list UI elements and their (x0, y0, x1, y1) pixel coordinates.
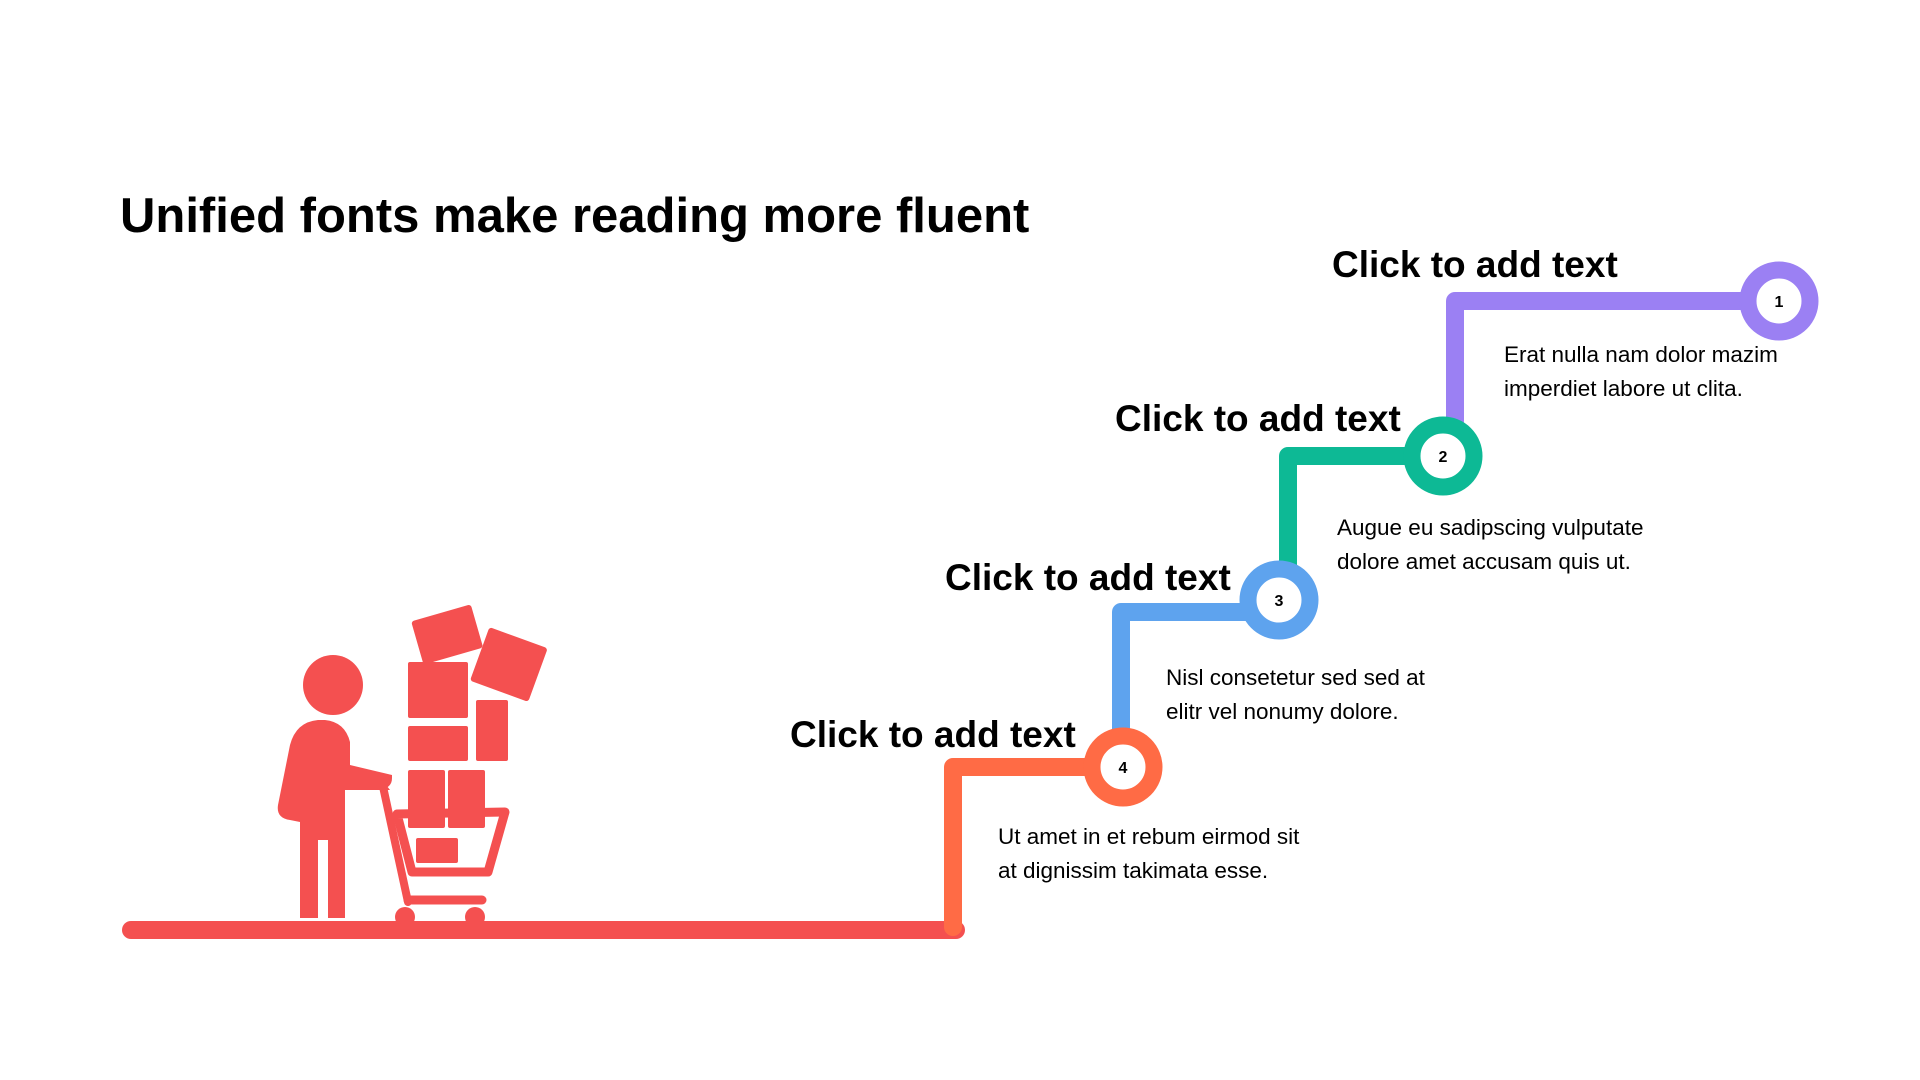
step-4-number: 4 (1119, 760, 1128, 777)
slide-title[interactable]: Unified fonts make reading more fluent (120, 189, 1030, 243)
step-3-description-line: elitr vel nonumy dolore. (1166, 699, 1399, 724)
step-2-description-line: Augue eu sadipscing vulputate (1337, 515, 1644, 540)
step-2-marker: 2 (1403, 416, 1483, 496)
step-4-connector (944, 758, 1131, 936)
step-3-description[interactable]: Nisl consetetur sed sed at elitr vel non… (1166, 661, 1506, 729)
step-2-heading[interactable]: Click to add text (1115, 398, 1401, 439)
step-1-description-line: Erat nulla nam dolor mazim (1504, 342, 1778, 367)
step-3-connector (1112, 603, 1287, 738)
step-1-heading[interactable]: Click to add text (1332, 244, 1618, 285)
step-2-number: 2 (1439, 449, 1448, 466)
step-1-description[interactable]: Erat nulla nam dolor mazim imperdiet lab… (1504, 338, 1844, 406)
step-1-number: 1 (1775, 294, 1784, 311)
step-2-connector (1279, 447, 1451, 579)
step-2-description-line: dolore amet accusam quis ut. (1337, 549, 1631, 574)
step-1-marker: 1 (1739, 261, 1819, 341)
step-4-description-line: at dignissim takimata esse. (998, 858, 1269, 883)
step-1-description-line: imperdiet labore ut clita. (1504, 376, 1743, 401)
step-3-marker: 3 (1239, 560, 1319, 640)
step-1-connector (1446, 292, 1789, 430)
step-4-description[interactable]: Ut amet in et rebum eirmod sit at dignis… (998, 820, 1338, 888)
step-4-heading[interactable]: Click to add text (790, 714, 1076, 755)
step-3-number: 3 (1275, 593, 1284, 610)
step-3-description-line: Nisl consetetur sed sed at (1166, 665, 1425, 690)
step-3-heading[interactable]: Click to add text (945, 557, 1231, 598)
person-pushing-shopping-cart-with-boxes-icon (277, 605, 547, 927)
step-2-description[interactable]: Augue eu sadipscing vulputate dolore ame… (1337, 511, 1677, 579)
step-4-marker: 4 (1083, 727, 1163, 807)
step-4-description-line: Ut amet in et rebum eirmod sit (998, 824, 1300, 849)
